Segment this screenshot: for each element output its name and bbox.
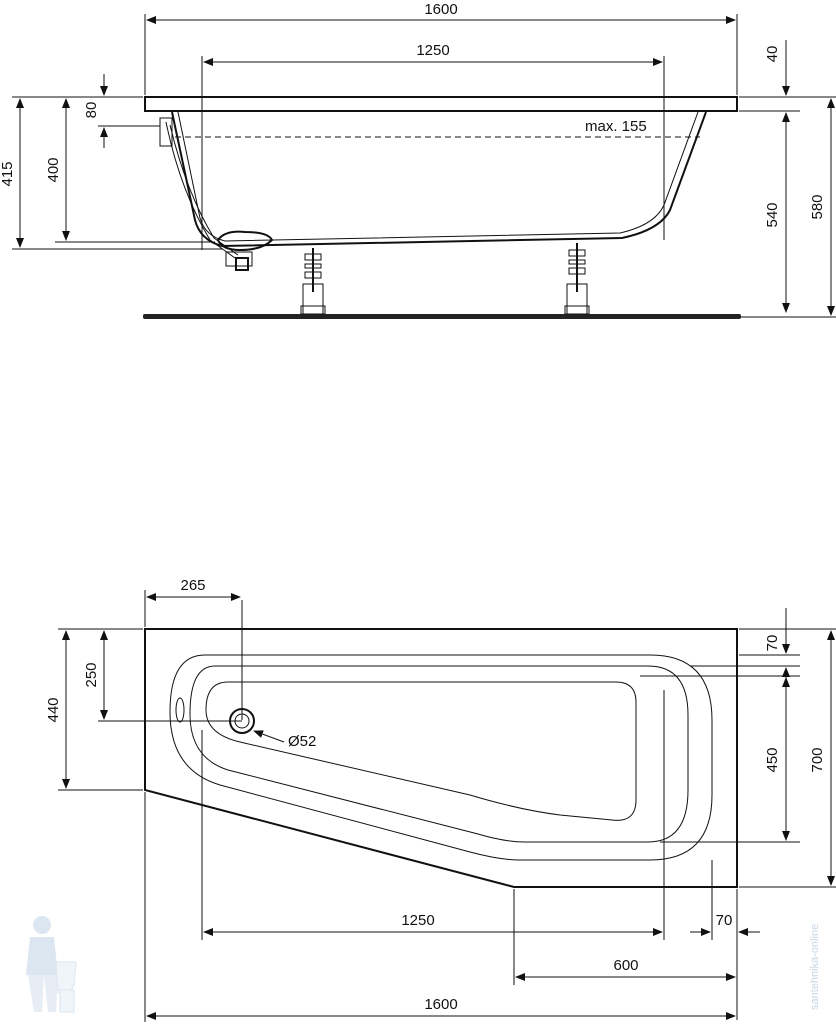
side-view: 1600 1250 40 540 580 max. 155 80 400 bbox=[0, 1, 836, 319]
max-water-label: max. 155 bbox=[585, 118, 647, 135]
plan-bowl-outer bbox=[169, 654, 713, 861]
dim-left-width: 440 bbox=[45, 697, 62, 722]
floor-slab bbox=[143, 314, 741, 319]
dim-plan-total-length: 1600 bbox=[424, 996, 457, 1013]
plan-bowl-mid bbox=[189, 665, 689, 843]
plan-bowl-inner bbox=[205, 681, 637, 821]
dim-drain-x: 265 bbox=[180, 577, 205, 594]
foot-right bbox=[564, 243, 590, 315]
overflow-fitting bbox=[159, 117, 173, 147]
dim-inner-width: 450 bbox=[764, 747, 781, 772]
dim-drain-y: 250 bbox=[83, 662, 100, 687]
dim-rim-right: 70 bbox=[716, 912, 733, 929]
dim-body-height: 540 bbox=[764, 202, 781, 227]
drain-pipe bbox=[165, 121, 236, 259]
dim-rim-thickness: 40 bbox=[764, 46, 781, 63]
watermark-site: santehnika-online bbox=[809, 924, 821, 1010]
dim-total-height: 580 bbox=[809, 194, 826, 219]
overflow-slot bbox=[175, 697, 185, 723]
dim-straight-section: 600 bbox=[613, 957, 638, 974]
drain-trap bbox=[216, 230, 274, 252]
dim-plan-inner-length: 1250 bbox=[401, 912, 434, 929]
dim-drain-diameter: Ø52 bbox=[288, 733, 316, 750]
dim-inner-depth: 400 bbox=[45, 157, 62, 182]
dim-total-width: 700 bbox=[809, 747, 826, 772]
plumber-logo bbox=[26, 916, 77, 1013]
tub-body-inner bbox=[177, 111, 699, 242]
plan-outline bbox=[144, 628, 738, 888]
dim-overflow-height: 415 bbox=[0, 161, 16, 186]
dim-overflow-offset: 80 bbox=[83, 102, 100, 119]
dim-side-inner-width: 1250 bbox=[416, 42, 449, 59]
drain-outlet bbox=[225, 251, 253, 267]
foot-left bbox=[300, 248, 326, 315]
plan-view: 265 250 440 Ø52 70 450 700 1250 bbox=[45, 577, 836, 1022]
dim-side-overall-width: 1600 bbox=[424, 1, 457, 18]
drain-outlet-cap bbox=[235, 257, 249, 271]
dim-rim-top: 70 bbox=[764, 635, 781, 652]
drain-pipe-2 bbox=[169, 124, 239, 256]
tub-rim bbox=[144, 96, 738, 112]
